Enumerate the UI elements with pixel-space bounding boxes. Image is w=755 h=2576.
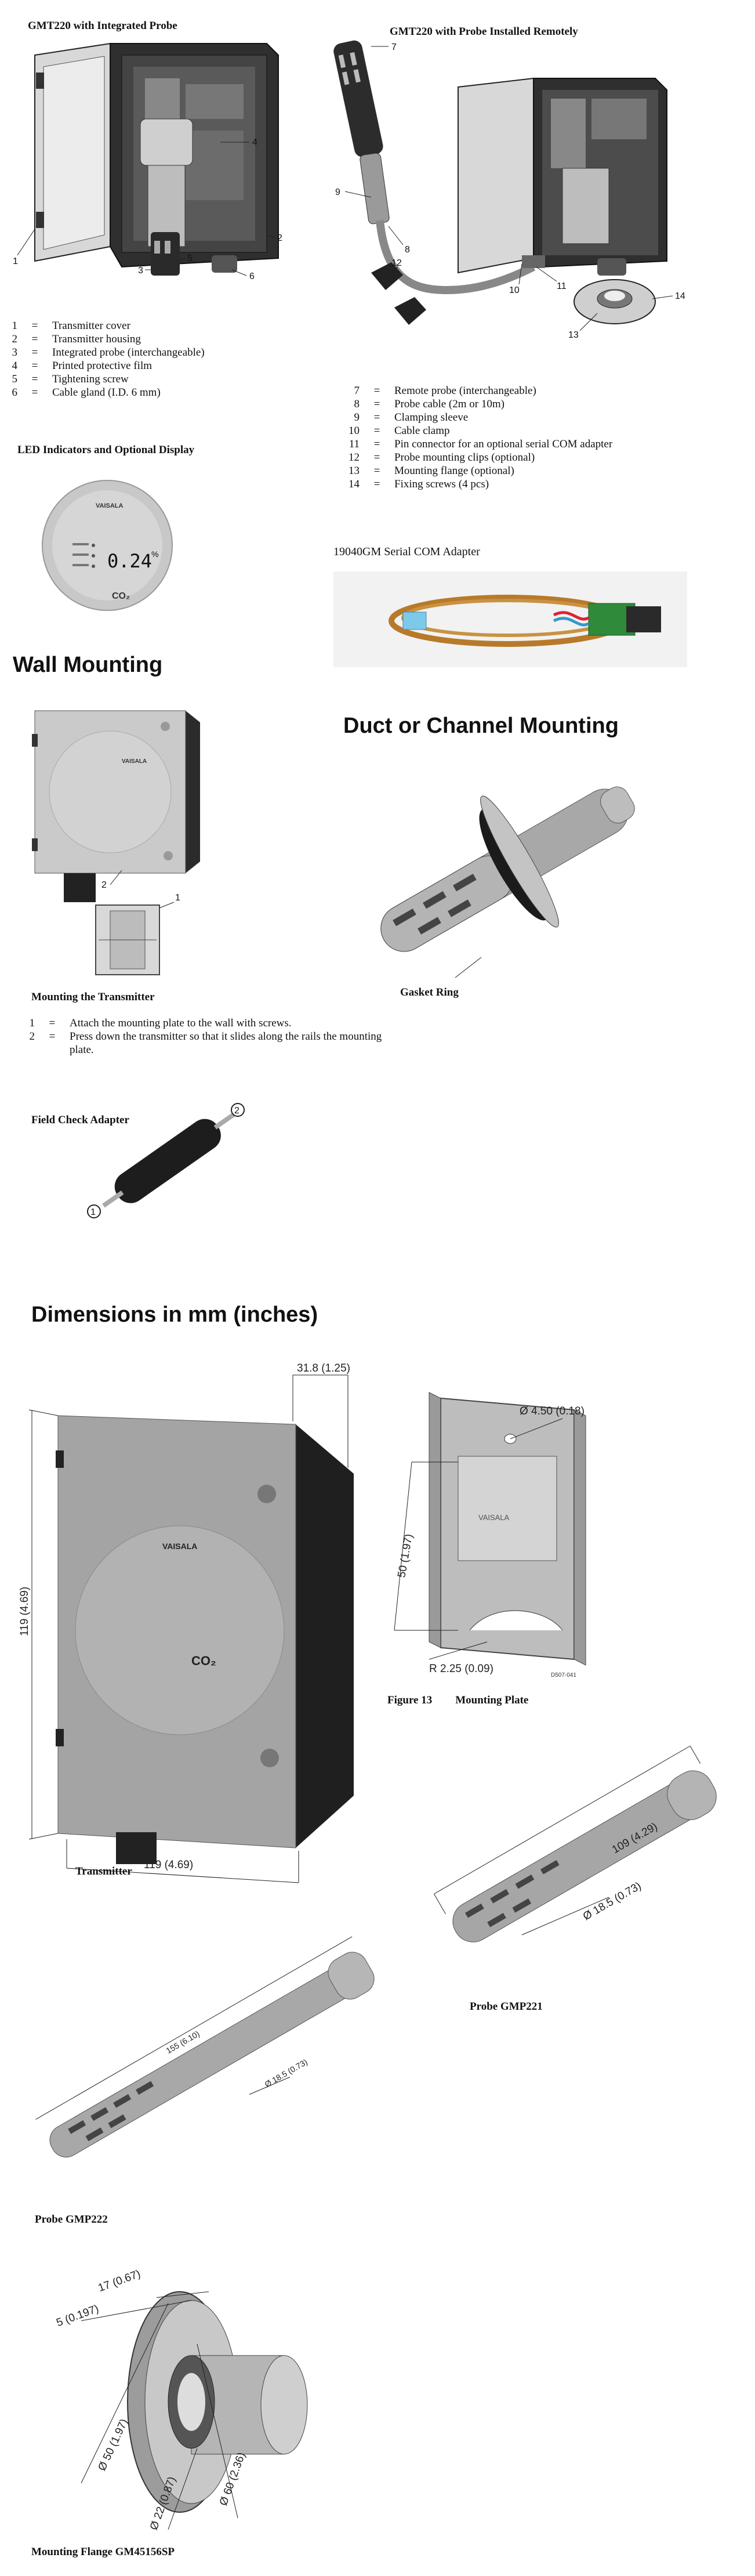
mounting-plate-illustration: VAISALA Ø 4.50 (0.18) 50 (1.97) R 2.25 (… — [394, 1392, 586, 1678]
plate-hole-label: Ø 4.50 (0.18) — [520, 1405, 585, 1417]
legend-row: 8=Probe cable (2m or 10m) — [354, 398, 504, 410]
callout-6: 6 — [249, 272, 255, 281]
mounting-steps: 1=Attach the mounting plate to the wall … — [17, 1016, 423, 1057]
display-value: 0.24 — [107, 550, 152, 572]
duct-mount-illustration — [380, 786, 635, 978]
probe-gmp222-illustration: 155 (6.10) Ø 18.5 (0.73) — [35, 1936, 375, 2158]
caption-gmp222: Probe GMP222 — [35, 2213, 108, 2226]
dims-gas: CO₂ — [191, 1654, 216, 1668]
wall-mount-illustration: VAISALA 2 1 — [32, 710, 200, 975]
plate-figure-label: Figure 13 Mounting Plate — [387, 1694, 528, 1707]
probe-gmp221-illustration: 109 (4.29) Ø 18.5 (0.73) — [434, 1745, 717, 1942]
dim-depth-label: 31.8 (1.25) — [297, 1362, 350, 1374]
field-callout-1: 1 — [90, 1207, 96, 1217]
field-callout-2: 2 — [234, 1106, 239, 1116]
plate-figure-number: Figure 13 — [387, 1694, 433, 1706]
caption-mounting-transmitter: Mounting the Transmitter — [31, 991, 155, 1003]
caption-integrated-probe: GMT220 with Integrated Probe — [28, 20, 177, 32]
caption-gmp221: Probe GMP221 — [470, 2000, 543, 2013]
caption-transmitter: Transmitter — [75, 1865, 132, 1877]
display-brand: VAISALA — [96, 502, 124, 509]
legend-row: 4=Printed protective film — [12, 360, 153, 372]
legend-row: 14=Fixing screws (4 pcs) — [349, 478, 489, 490]
legend-row: 10=Cable clamp — [349, 425, 450, 437]
heading-wall-mounting: Wall Mounting — [13, 653, 163, 677]
wall-callout-1: 1 — [175, 893, 180, 903]
flange-d2-label: 5 (0.197) — [55, 2303, 101, 2329]
legend-row: 13=Mounting flange (optional) — [349, 465, 514, 477]
callout-13: 13 — [568, 330, 579, 340]
dim-height-label: 119 (4.69) — [19, 1587, 31, 1636]
step-row: 2=Press down the transmitter so that it … — [29, 1030, 382, 1056]
mounting-flange-illustration: 17 (0.67) 5 (0.197) Ø 50 (1.97) Ø 22 (0.… — [55, 2268, 308, 2532]
caption-field-check: Field Check Adapter — [31, 1114, 129, 1126]
plate-radius-label: R 2.25 (0.09) — [429, 1663, 493, 1675]
callout-10: 10 — [509, 285, 520, 295]
heading-duct-mounting: Duct or Channel Mounting — [343, 714, 619, 738]
callout-12: 12 — [391, 258, 402, 268]
callout-2: 2 — [277, 233, 282, 243]
legend-row: 2=Transmitter housing — [12, 333, 141, 345]
legend-row: 12=Probe mounting clips (optional) — [349, 451, 535, 464]
callout-4: 4 — [252, 138, 257, 147]
legend-row: 11=Pin connector for an optional serial … — [349, 438, 613, 450]
legend-row: 1=Transmitter cover — [12, 320, 130, 332]
remote-probe-illustration: 7 8 9 10 11 12 13 14 — [333, 40, 685, 340]
flange-d1-label: 17 (0.67) — [97, 2268, 143, 2295]
callout-9: 9 — [335, 187, 340, 197]
plate-code: D507-041 — [551, 1672, 576, 1678]
callout-8: 8 — [405, 245, 410, 255]
caption-com-adapter: 19040GM Serial COM Adapter — [333, 545, 480, 558]
callout-14: 14 — [675, 291, 685, 301]
display-gas: CO₂ — [112, 591, 130, 601]
callout-1: 1 — [13, 256, 18, 266]
display-illustration: VAISALA 0.24 % CO₂ — [42, 480, 173, 611]
heading-dimensions: Dimensions in mm (inches) — [31, 1303, 318, 1327]
integrated-probe-illustration: 1 2 3 4 5 6 — [13, 42, 282, 281]
legend-row: 7=Remote probe (interchangeable) — [354, 385, 536, 397]
dim-width-label: 119 (4.69) — [144, 1859, 193, 1871]
caption-gasket-ring: Gasket Ring — [400, 986, 459, 998]
gmp221-diameter-label: Ø 18.5 (0.73) — [581, 1880, 643, 1923]
flange-d3-label: Ø 50 (1.97) — [96, 2417, 130, 2473]
callout-3: 3 — [138, 266, 143, 276]
callout-7: 7 — [391, 42, 397, 52]
legend-row: 3=Integrated probe (interchangeable) — [12, 346, 205, 359]
legend-integrated: 1=Transmitter cover 2=Transmitter housin… — [0, 319, 302, 399]
callout-11: 11 — [557, 281, 567, 291]
dims-brand: VAISALA — [162, 1542, 197, 1551]
plate-brand: VAISALA — [478, 1513, 510, 1522]
caption-led-indicators: LED Indicators and Optional Display — [17, 444, 195, 456]
legend-row: 6=Cable gland (I.D. 6 mm) — [12, 386, 161, 399]
legend-remote: 7=Remote probe (interchangeable) 8=Probe… — [342, 384, 748, 491]
callout-5: 5 — [187, 254, 193, 263]
caption-remote-probe: GMT220 with Probe Installed Remotely — [390, 26, 578, 38]
gmp222-diameter-label: Ø 18.5 (0.73) — [263, 2057, 309, 2089]
transmitter-dims-illustration: VAISALA CO₂ 119 (4.69) 119 (4.69) 31.8 (… — [19, 1362, 354, 1883]
legend-row: 5=Tightening screw — [12, 373, 129, 385]
field-check-illustration: 1 2 — [87, 1103, 245, 1218]
wall-callout-2: 2 — [101, 880, 107, 890]
com-adapter-illustration — [333, 571, 687, 667]
caption-mounting-flange: Mounting Flange GM45156SP — [31, 2546, 175, 2558]
step-row: 1=Attach the mounting plate to the wall … — [29, 1017, 292, 1029]
wall-brand: VAISALA — [122, 758, 147, 765]
display-unit: % — [151, 549, 158, 559]
plate-height-label: 50 (1.97) — [395, 1533, 415, 1579]
legend-row: 9=Clamping sleeve — [354, 411, 469, 424]
plate-caption: Mounting Plate — [455, 1694, 529, 1706]
